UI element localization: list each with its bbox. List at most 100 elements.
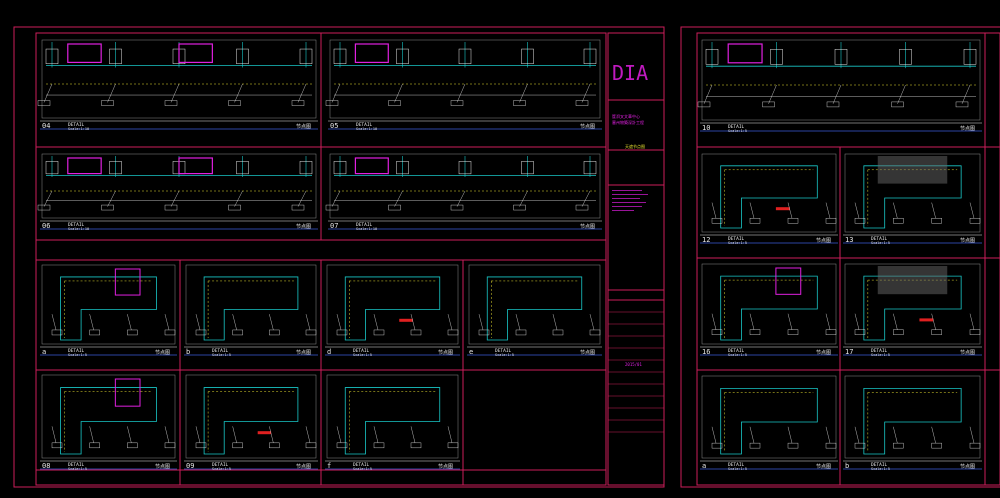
panel-detail-label: DETAIL (353, 348, 370, 354)
title-date: 2015/01 (625, 362, 642, 367)
detail-panel (37, 153, 317, 219)
panel-tag: 节点图 (580, 350, 595, 356)
detail-panel (325, 153, 601, 219)
panel-detail-label: DETAIL (212, 462, 229, 468)
panel-detail-label: DETAIL (495, 348, 512, 354)
panel-tag: 节点图 (438, 350, 453, 356)
panel-number: a (42, 348, 46, 356)
detail-panel (844, 263, 981, 345)
panel-number: 16 (702, 348, 710, 356)
panel-tag: 节点图 (960, 350, 975, 356)
panel-number: f (327, 462, 331, 470)
panel-scale-label: Scale:1:5 (353, 467, 372, 471)
panel-scale-label: Scale:1:5 (353, 353, 372, 357)
panel-number: 13 (845, 236, 853, 244)
panel-scale-label: Scale:1:5 (68, 467, 87, 471)
panel-scale-label: Scale:1:10 (356, 127, 377, 131)
panel-scale-label: Scale:1:10 (68, 127, 89, 131)
panel-detail-label: DETAIL (68, 348, 85, 354)
panel-detail-label: DETAIL (871, 236, 888, 242)
panel-scale-label: Scale:1:5 (728, 467, 747, 471)
panel-number: e (469, 348, 473, 356)
panel-number: d (327, 348, 331, 356)
panel-detail-label: DETAIL (728, 462, 745, 468)
panel-scale-label: Scale:1:5 (495, 353, 514, 357)
panel-scale-label: Scale:1:5 (728, 129, 747, 133)
panel-detail-label: DETAIL (68, 222, 85, 228)
panel-tag: 节点图 (155, 350, 170, 356)
panel-scale-label: Scale:1:10 (68, 227, 89, 231)
detail-panel (185, 374, 317, 459)
panel-scale-label: Scale:1:5 (68, 353, 87, 357)
panel-tag: 节点图 (296, 224, 311, 230)
panel-detail-label: DETAIL (68, 462, 85, 468)
panel-scale-label: Scale:1:5 (871, 241, 890, 245)
panel-tag: 节点图 (960, 464, 975, 470)
panel-number: b (186, 348, 190, 356)
detail-panel (185, 264, 317, 345)
panel-tag: 节点图 (296, 350, 311, 356)
panel-scale-label: Scale:1:5 (871, 353, 890, 357)
detail-panel (701, 153, 837, 233)
panel-detail-label: DETAIL (356, 122, 373, 128)
panel-detail-label: DETAIL (356, 222, 373, 228)
panel-tag: 节点图 (296, 124, 311, 130)
panel-detail-label: DETAIL (353, 462, 370, 468)
detail-panel (326, 264, 459, 345)
panel-tag: 节点图 (580, 124, 595, 130)
detail-drawings (37, 39, 981, 459)
panel-tag: 节点图 (816, 464, 831, 470)
panel-tag: 节点图 (816, 238, 831, 244)
panel-tag: 节点图 (580, 224, 595, 230)
panel-number: 06 (42, 222, 50, 230)
panel-number: 08 (42, 462, 50, 470)
detail-panel (325, 39, 601, 119)
sheet-title: 天遮节点图 (625, 143, 645, 149)
panel-scale-label: Scale:1:5 (728, 353, 747, 357)
panel-number: a (702, 462, 706, 470)
detail-panel (41, 374, 176, 459)
panel-tag: 节点图 (960, 238, 975, 244)
panel-scale-label: Scale:1:5 (871, 467, 890, 471)
detail-panel (701, 263, 837, 345)
detail-panel (844, 153, 981, 233)
panel-scale-label: Scale:1:5 (212, 467, 231, 471)
panel-number: b (845, 462, 849, 470)
panel-number: 17 (845, 348, 853, 356)
title-line1: 筐湃叉文華中心 (612, 113, 640, 119)
panel-scale-label: Scale:1:5 (212, 353, 231, 357)
panel-detail-label: DETAIL (728, 124, 745, 130)
panel-tag: 节点图 (816, 350, 831, 356)
detail-panel (41, 264, 176, 345)
panel-scale-label: Scale:1:10 (356, 227, 377, 231)
panel-number: 07 (330, 222, 338, 230)
detail-panel (844, 375, 981, 459)
title-block: DIA 筐湃叉文華中心 塞州物築深計工程 天遮节点图 2015/01 (607, 32, 665, 486)
panel-tag: 节点图 (438, 464, 453, 470)
logo-text: DIA (612, 61, 648, 85)
panel-number: 10 (702, 124, 710, 132)
panel-scale-label: Scale:1:5 (728, 241, 747, 245)
sheet-right (680, 26, 1000, 488)
title-line2: 塞州物築深計工程 (612, 119, 644, 125)
panel-number: 09 (186, 462, 194, 470)
